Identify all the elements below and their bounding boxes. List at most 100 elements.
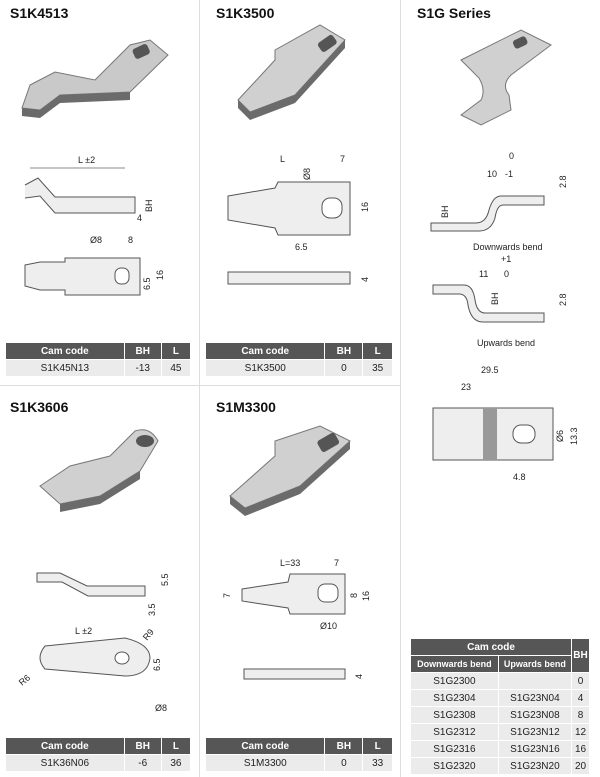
table-cell (497, 672, 573, 690)
isometric-view (460, 29, 552, 126)
dimension-label: 5.5 (160, 573, 170, 586)
product-s1k3606: S1K3606 5.5 3.5 L ±2 R9 R6 6.5 Ø8 Cam co… (0, 386, 199, 777)
table-cell: S1G2320 (410, 757, 499, 775)
dimension-label: L ±2 (78, 155, 95, 165)
table-cell: S1G2316 (410, 740, 499, 758)
dimension-label: 16 (155, 270, 165, 280)
table-cell: Downwards bend (410, 655, 499, 673)
dimension-label: BH (144, 199, 154, 212)
isometric-view (21, 39, 169, 118)
table-cell: L (160, 342, 192, 360)
dimension-label: 16 (360, 202, 370, 212)
dimension-label: 11 (479, 269, 488, 279)
row-divider (0, 385, 400, 386)
table-cell: L (362, 737, 393, 755)
dimension-label: 4 (360, 277, 370, 282)
table-cell: S1G23N20 (497, 757, 573, 775)
dimension-label: L ±2 (75, 626, 92, 636)
dimension-label: Ø8 (155, 703, 167, 713)
table-cell: 45 (160, 359, 192, 377)
table-cell: 36 (160, 754, 192, 772)
dimension-label: Ø10 (320, 621, 337, 631)
dimension-label: BH (490, 292, 500, 305)
dimension-label: 8 (349, 593, 359, 598)
dimension-label: Ø6 (555, 430, 565, 442)
dimension-label: R6 (17, 672, 32, 687)
table-cell: 20 (571, 757, 590, 775)
table-cell: -13 (123, 359, 162, 377)
dimension-label: 29.5 (481, 365, 499, 375)
product-drawing: 10 0 -1 2.8 BH Downwards bend 11 +1 0 2.… (430, 29, 579, 482)
table-cell: Cam code (204, 737, 326, 755)
dimension-label: 8 (128, 235, 133, 245)
table-cell: 4 (571, 689, 590, 707)
product-title: S1K4513 (10, 5, 69, 21)
dimension-label: 6.5 (295, 242, 308, 252)
dimension-label: 10 (487, 169, 497, 179)
dimension-label: 13.3 (569, 427, 579, 445)
table-cell: S1G2300 (410, 672, 499, 690)
product-s1g-series: S1G Series 10 0 -1 2.8 BH Downwards bend… (401, 0, 600, 777)
table-cell: BH (324, 342, 364, 360)
product-drawing: L=33 7 7 8 16 Ø10 4 (222, 425, 371, 680)
plan-view (227, 181, 351, 285)
dimension-label: 7 (340, 154, 345, 164)
dimension-label: 2.8 (558, 175, 568, 188)
table-cell: Upwards bend (497, 655, 573, 673)
dimension-label: L=33 (280, 558, 300, 568)
table-cell: 35 (362, 359, 393, 377)
column-divider (400, 0, 401, 777)
table-cell: 0 (324, 754, 364, 772)
upwards-bend-view (432, 284, 545, 323)
dimension-label: 23 (461, 382, 471, 392)
side-view (36, 572, 146, 597)
table-cell: L (362, 342, 393, 360)
table-cell: 0 (571, 672, 590, 690)
side-view (24, 167, 136, 214)
plan-view (432, 407, 554, 461)
table-cell: -6 (123, 754, 162, 772)
dimension-label: 0 (504, 269, 509, 279)
plan-view (241, 573, 346, 680)
product-drawing: L 7 Ø8 16 6.5 4 (227, 24, 370, 285)
table-cell: S1K36N06 (5, 754, 125, 772)
product-title: S1G Series (417, 5, 491, 21)
dimension-label: Ø8 (90, 235, 102, 245)
table-cell: BH (571, 638, 590, 673)
dimension-label: -1 (505, 169, 513, 179)
dimension-label: Ø8 (302, 168, 312, 180)
table-cell: BH (123, 737, 162, 755)
table-cell: 8 (571, 706, 590, 724)
plan-view (24, 257, 141, 296)
table-cell: Cam code (5, 342, 125, 360)
table-cell: Cam code (204, 342, 326, 360)
dimension-label: 4 (354, 674, 364, 679)
table-cell: S1G23N08 (497, 706, 573, 724)
dimension-label: +1 (501, 254, 511, 264)
dimension-label: 16 (361, 591, 371, 601)
table-cell: 0 (324, 359, 364, 377)
table-row: S1G2300 0 (410, 672, 590, 690)
product-drawing: 5.5 3.5 L ±2 R9 R6 6.5 Ø8 (17, 429, 170, 713)
dimension-label: Upwards bend (477, 338, 535, 348)
table-cell: S1G2308 (410, 706, 499, 724)
table-cell: L (160, 737, 192, 755)
dimension-label: 4.8 (513, 472, 526, 482)
